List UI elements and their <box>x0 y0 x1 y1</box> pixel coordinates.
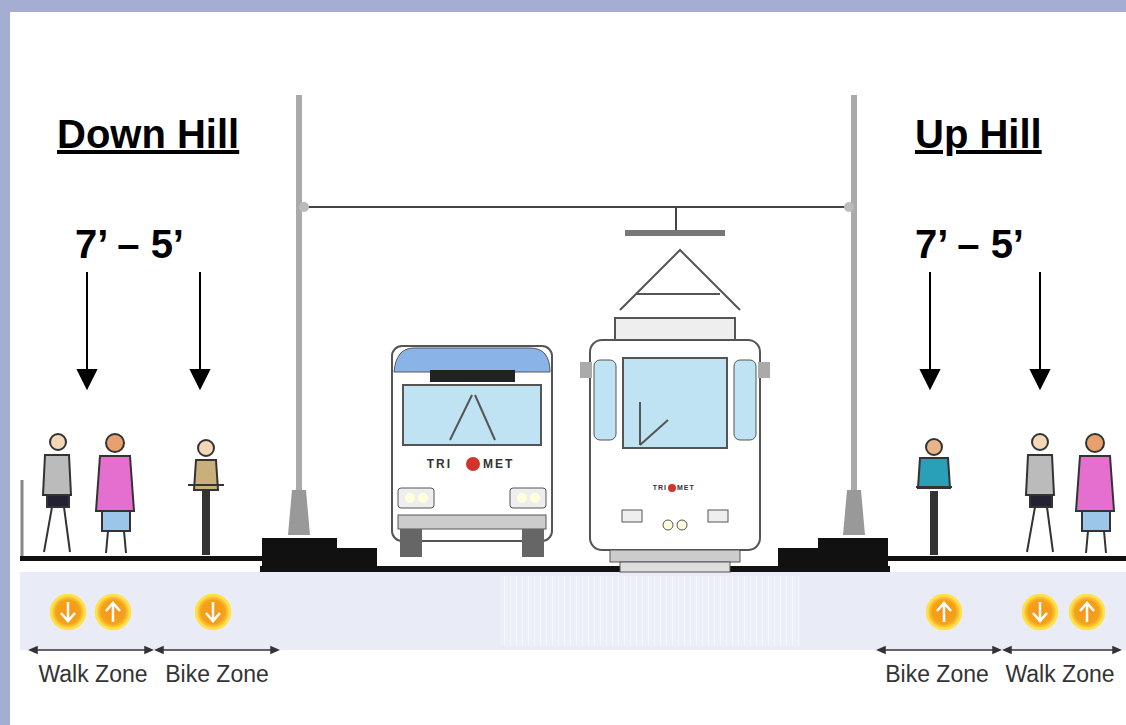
zone-label: Bike Zone <box>162 656 272 692</box>
logo-text: MET <box>483 457 514 471</box>
zone-label: Walk Zone <box>1005 656 1115 692</box>
logo-text: TRI <box>427 457 452 471</box>
zone-label: Walk Zone <box>38 656 148 692</box>
logo-text: MET <box>677 484 695 491</box>
width-dimension: 7’ – 5’ <box>915 222 1024 267</box>
section-heading: Up Hill <box>915 112 1042 157</box>
zone-label: Bike Zone <box>882 656 992 692</box>
section-heading: Down Hill <box>57 112 239 157</box>
logo-text: TRI <box>653 484 667 491</box>
width-dimension: 7’ – 5’ <box>75 222 184 267</box>
